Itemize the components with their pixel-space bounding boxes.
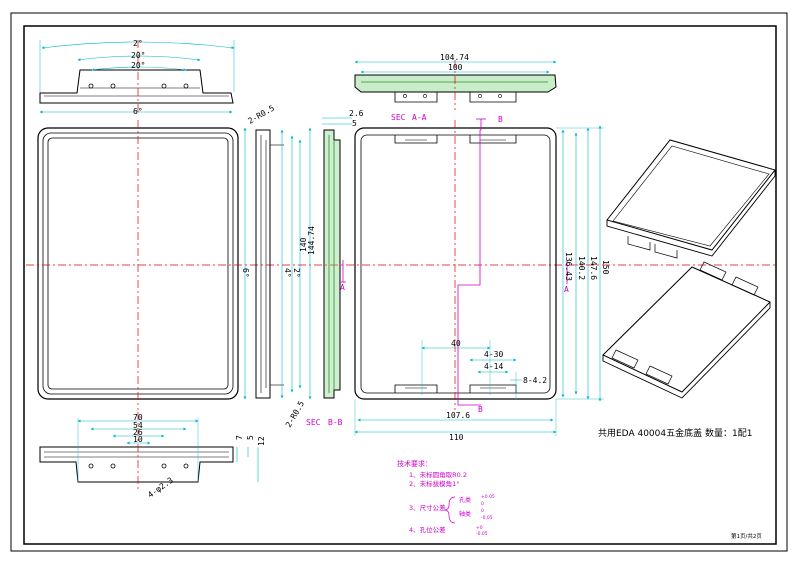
hole-tol-upper: +0	[476, 525, 483, 531]
side-dim-2deg: 2°	[292, 268, 301, 278]
plan-dim-4-30: 4-30	[484, 350, 503, 359]
bottom-dim-12: 12	[257, 436, 266, 446]
inner-border	[23, 25, 777, 545]
plan-label-sec: SEC	[391, 113, 406, 122]
tol-val-3: 0	[481, 508, 484, 514]
bottom-dim-10: 10	[133, 435, 143, 444]
plan-dim-4-14: 4-14	[484, 362, 503, 371]
plan-dim-8-4-2: 8-4.2	[523, 376, 547, 385]
front-view	[26, 120, 777, 410]
section-label-sec: SEC	[306, 418, 321, 427]
iso-view-bottom	[602, 261, 771, 399]
tech-notes: 技术要求： 1、未标圆角取R0.2 2、未标拔模角1° 3、尺寸公差 孔类 轴类…	[397, 459, 495, 537]
bottom-dim-26: 26	[133, 428, 143, 437]
top-dim-20deg-a: 20°	[131, 51, 145, 60]
side-dim-140: 140	[299, 237, 308, 252]
side-dim-4deg: 4°	[283, 268, 292, 278]
plan-dim-40: 40	[451, 339, 461, 348]
front-angle-label: 6°	[241, 268, 250, 278]
plan-dim-150: 150	[601, 260, 610, 275]
plan-dim-140-2: 140.2	[577, 256, 586, 280]
notes-heading: 技术要求：	[397, 459, 432, 468]
plan-dim-147-6: 147.6	[589, 256, 598, 280]
iso-view-top	[606, 139, 776, 259]
note-1: 1、未标圆角取R0.2	[409, 470, 467, 479]
tol-val-2: 0	[481, 501, 484, 507]
note-4: 4、孔位公差	[409, 525, 446, 534]
section-aa-profile	[354, 60, 557, 110]
plan-mark-b-top: B	[498, 115, 503, 124]
top-view	[39, 40, 235, 114]
bottom-dim-54: 54	[133, 421, 143, 430]
tol-label-shaft: 轴类	[459, 510, 471, 518]
sheet-number: 第1页/共2页	[731, 532, 762, 540]
plan-label-aa: A-A	[412, 113, 427, 122]
top-dim-2deg: 2°	[133, 39, 143, 48]
section-label-bb: B-B	[328, 418, 343, 427]
plan-dim-107-6: 107.6	[446, 411, 470, 420]
bottom-holes-note: 4-φ2.3	[146, 476, 175, 500]
tol-label-hole: 孔类	[459, 496, 471, 504]
section-mark-a: A	[340, 283, 345, 292]
section-bb-view	[322, 117, 352, 399]
aa-dim-104-74: 104.74	[440, 53, 469, 62]
bottom-view	[39, 412, 259, 490]
plan-dim-110: 110	[449, 433, 464, 442]
plan-view	[354, 118, 604, 436]
section-dim-2-6: 2.6	[349, 109, 364, 118]
top-dim-20deg-b: 20°	[131, 61, 145, 70]
outer-border	[10, 12, 788, 552]
part-title: 共用EDA 40004五金底盖 数量：1配1	[598, 427, 752, 439]
bottom-dim-70: 70	[133, 413, 143, 422]
tol-val-4: -0.05	[481, 515, 493, 521]
note-3: 3、尺寸公差	[409, 503, 446, 512]
aa-dim-100: 100	[448, 63, 463, 72]
side-dim-144-74: 144.74	[307, 226, 316, 255]
top-radius-note: 2-R0.5	[247, 103, 277, 125]
top-dim-6deg: 6°	[133, 107, 143, 116]
bottom-dim-7: 7	[235, 435, 244, 440]
note-2: 2、未标拔模角1°	[409, 479, 460, 488]
side-view	[255, 127, 312, 400]
bottom-dim-5: 5	[246, 435, 255, 440]
plan-mark-a: A	[564, 285, 569, 294]
section-dim-5: 5	[352, 119, 357, 128]
plan-dim-136-43: 136.43	[564, 252, 573, 281]
plan-mark-b-bottom: B	[478, 405, 483, 414]
section-radius-note: 2-R0.5	[284, 399, 306, 429]
tol-val-1: +0.05	[481, 494, 495, 500]
hole-tol-lower: -0.05	[476, 531, 488, 537]
